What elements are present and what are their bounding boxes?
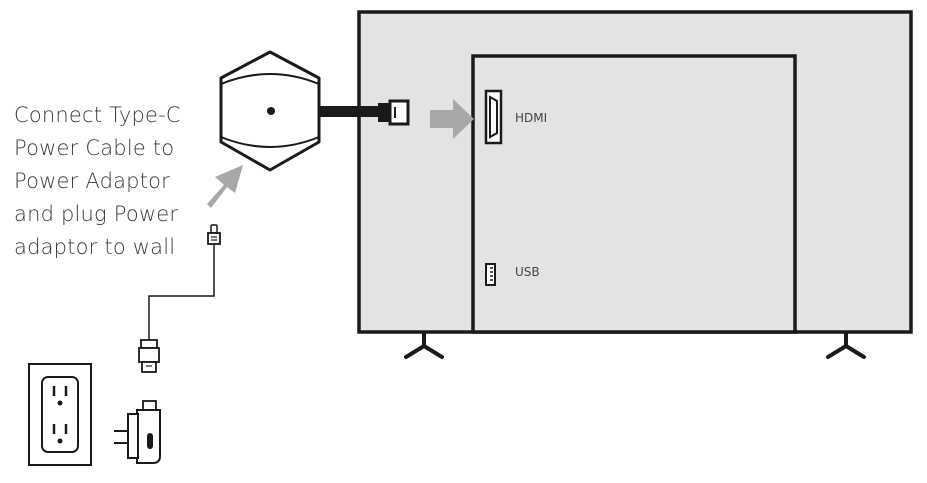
arrow-right-icon: [430, 99, 474, 139]
tv-back-panel: [471, 54, 797, 334]
instruction-line-5: adaptor to wall: [14, 235, 176, 259]
usb-c-plug-icon: [207, 224, 221, 245]
power-cable: [148, 244, 215, 340]
instruction-line-1: Connect Type-C: [14, 103, 181, 127]
hdmi-port-icon: [484, 89, 503, 145]
usb-a-plug-icon: [138, 339, 160, 373]
hexagon-dongle-icon: [219, 50, 321, 172]
usb-label: USB: [515, 265, 540, 279]
tv: [357, 10, 913, 359]
instruction-line-2: Power Cable to: [14, 136, 175, 160]
dongle-led-icon: [267, 107, 275, 115]
hdmi-plug-icon: [320, 99, 410, 126]
tv-stand-left: [404, 331, 444, 359]
arrow-up-right-icon: [207, 165, 243, 208]
hdmi-label: HDMI: [515, 111, 547, 125]
wall-outlet-icon: [28, 363, 92, 466]
instruction-text: Connect Type-C Power Cable to Power Adap…: [14, 99, 214, 264]
instruction-line-4: and plug Power: [14, 202, 179, 226]
power-adapter-icon: [114, 400, 161, 464]
instruction-line-3: Power Adaptor: [14, 169, 171, 193]
tv-stand-right: [826, 331, 866, 359]
usb-port-icon: [485, 263, 496, 286]
